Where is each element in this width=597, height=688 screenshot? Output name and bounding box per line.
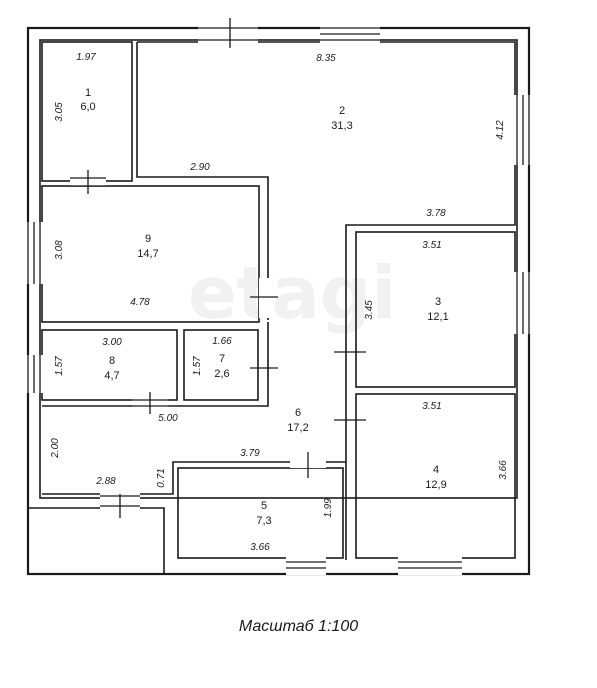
room-2-number: 2 (339, 105, 345, 117)
doors (70, 18, 366, 518)
scale-label: Масштаб 1:100 (238, 618, 359, 635)
room-6-dim-e: 0.71 (156, 468, 167, 487)
room-3-width: 3.51 (422, 240, 441, 251)
room-1-height: 3.05 (54, 102, 65, 122)
room-1-width: 1.97 (76, 52, 96, 63)
room-2-outline (137, 41, 516, 335)
room-9-height: 3.08 (54, 240, 65, 260)
room-6-dim-c: 2.00 (50, 438, 61, 459)
room-6-number: 6 (295, 407, 301, 419)
room-4-number: 4 (433, 464, 439, 476)
room-3-number: 3 (435, 296, 441, 308)
room-2-width: 8.35 (316, 53, 336, 64)
room-5-outline (177, 467, 344, 559)
room-2-height: 4.12 (495, 120, 506, 140)
porch-outline (28, 507, 165, 574)
room-5-width: 3.66 (250, 542, 270, 553)
room-7-number: 7 (219, 353, 225, 365)
room-2-dim-b: 3.78 (426, 208, 446, 219)
room-5-height: 1.99 (323, 498, 334, 518)
room-8-height: 1.57 (54, 356, 65, 376)
room-1-number: 1 (85, 87, 91, 99)
room-5-area: 7,3 (256, 515, 271, 527)
room-7-outline (183, 329, 259, 401)
room-4-area: 12,9 (425, 479, 446, 491)
room-4-width: 3.51 (422, 401, 441, 412)
room-7-width: 1.66 (212, 336, 232, 347)
room-9-number: 9 (145, 233, 151, 245)
room-8-area: 4,7 (104, 370, 119, 382)
room-5-number: 5 (261, 500, 267, 512)
room-3-height: 3.45 (364, 300, 375, 320)
room-6-area: 17,2 (287, 422, 308, 434)
room-9-width: 4.78 (130, 297, 150, 308)
room-7-area: 2,6 (214, 368, 229, 380)
room-9-area: 14,7 (137, 248, 158, 260)
room-4-height: 3.66 (498, 460, 509, 480)
room-3-area: 12,1 (427, 311, 448, 323)
watermark: etagi (188, 251, 396, 335)
room-7-height: 1.57 (192, 356, 203, 376)
room-6-outline (42, 322, 269, 407)
windows (25, 25, 532, 575)
room-6-dim-a: 5.00 (158, 413, 178, 424)
room-2-dim-a: 2.90 (189, 162, 210, 173)
room-1-area: 6,0 (80, 101, 95, 113)
room-6-dim-b: 3.79 (240, 448, 260, 459)
room-6-dim-d: 2.88 (95, 476, 116, 487)
room-2-area: 31,3 (331, 120, 352, 132)
room-2-left-wall (136, 42, 269, 320)
room-8-number: 8 (109, 355, 115, 367)
room-4-outline (355, 393, 516, 559)
room-8-width-value: 3.00 (102, 337, 122, 348)
